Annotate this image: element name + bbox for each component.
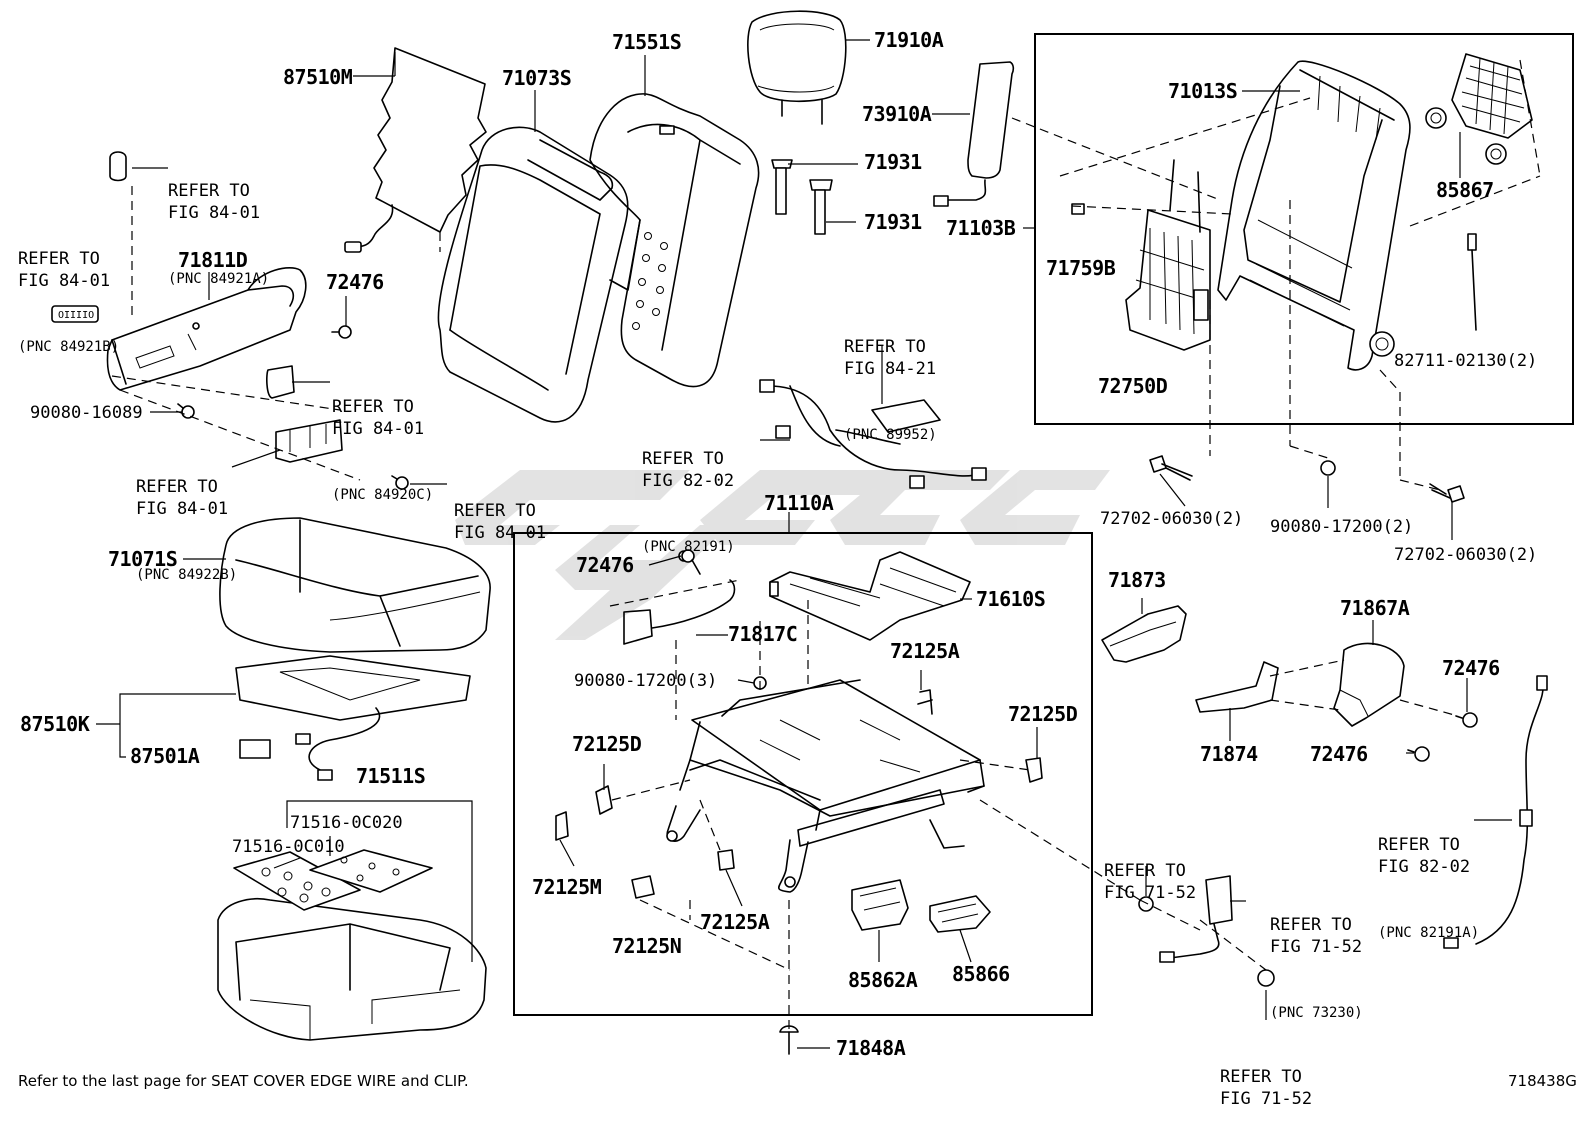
backrest-frame-drawing: [1217, 60, 1411, 371]
seat-back-cover-drawing: [589, 93, 760, 388]
seat-cushion-pad-drawing: [219, 517, 491, 653]
cover-screws-drawing: [1407, 712, 1478, 762]
part-number-87510M: 87510M: [283, 65, 353, 89]
part-number-72476-right-lower: 72476: [1310, 742, 1368, 766]
part-number-71867A: 71867A: [1340, 596, 1410, 620]
backrest-frame-group-box: [1034, 33, 1574, 425]
part-number-72125N: 72125N: [612, 934, 682, 958]
cushion-heater-mat-drawing: [235, 655, 471, 781]
part-number-71759B: 71759B: [1046, 256, 1116, 280]
clips-drawing: [555, 689, 1043, 899]
leader-lines: [96, 39, 1512, 1049]
part-number-71811D: 71811D: [178, 248, 248, 272]
part-number-71817C: 71817C: [728, 622, 798, 646]
footer-note: Refer to the last page for SEAT COVER ED…: [18, 1072, 469, 1090]
part-number-72125D-right: 72125D: [1008, 702, 1078, 726]
headrest-support-drawing: [771, 159, 833, 235]
part-number-71516-0C010: 71516-0C010: [232, 837, 345, 857]
seat-track-covers-drawing: [1101, 605, 1405, 727]
parts-diagram-artwork: OIIIIO: [51, 10, 1574, 1055]
part-number-71848A: 71848A: [836, 1036, 906, 1060]
seat-harness-drawing: [1443, 675, 1548, 949]
part-number-85862A: 85862A: [848, 968, 918, 992]
seat-track-frame-drawing: [666, 679, 985, 893]
part-number-71516-0C020: 71516-0C020: [290, 813, 403, 833]
part-number-90080-16089: 90080-16089: [30, 403, 143, 423]
part-number-71610S: 71610S: [976, 587, 1046, 611]
part-number-71551S: 71551S: [612, 30, 682, 54]
part-number-71013S: 71013S: [1168, 79, 1238, 103]
part-number-90080-17200-2: 90080-17200(2): [1270, 517, 1414, 537]
seat-adjuster-group-box: [513, 532, 1093, 1016]
part-number-72125A-upper: 72125A: [890, 639, 960, 663]
part-number-82711-02130: 82711-02130(2): [1394, 351, 1538, 371]
part-number-71071S: 71071S: [108, 547, 178, 571]
backrest-bolts-drawing: [1149, 455, 1465, 503]
seat-bolts-drawing: [681, 549, 799, 1055]
side-airbag-drawing: [933, 61, 1015, 207]
back-heater-mat-drawing: [344, 47, 487, 253]
headrest-drawing: [747, 10, 847, 125]
side-shield-drawing: [106, 267, 307, 391]
part-number-71511S: 71511S: [356, 764, 426, 788]
seat-back-pad-drawing: [437, 126, 629, 423]
part-number-71873: 71873: [1108, 568, 1166, 592]
part-number-72125M: 72125M: [532, 875, 602, 899]
part-number-73910A: 73910A: [862, 102, 932, 126]
part-number-71073S: 71073S: [502, 66, 572, 90]
part-number-72476-upper-left: 72476: [326, 270, 384, 294]
seatbelt-buckle-drawing: [1138, 875, 1275, 987]
part-number-72476-seat: 72476: [576, 553, 634, 577]
seat-switch-knobs-drawing: OIIIIO: [51, 151, 409, 490]
svg-text:OIIIIO: OIIIIO: [58, 310, 94, 321]
cushion-cover-drawing: [217, 849, 487, 1041]
part-number-71103B: 71103B: [946, 216, 1016, 240]
watermark-logo: [455, 470, 1110, 640]
part-number-71910A: 71910A: [874, 28, 944, 52]
seat-speaker-drawing: [1425, 53, 1533, 165]
part-number-71931-lower: 71931: [864, 210, 922, 234]
wire-harness-drawing: [759, 379, 987, 489]
part-number-71931-upper: 71931: [864, 150, 922, 174]
part-number-85867: 85867: [1436, 178, 1494, 202]
part-number-72476-right-upper: 72476: [1442, 656, 1500, 680]
part-number-71874: 71874: [1200, 742, 1258, 766]
part-number-72702-06030-right: 72702-06030(2): [1394, 545, 1538, 565]
part-number-90080-17200-3: 90080-17200(3): [574, 671, 718, 691]
seat-motors-drawing: [851, 879, 991, 933]
part-number-71110A: 71110A: [764, 491, 834, 515]
part-number-72702-06030-left: 72702-06030(2): [1100, 509, 1244, 529]
part-number-72125A-lower: 72125A: [700, 910, 770, 934]
seat-pan-drawing: [769, 551, 971, 641]
assembly-dashed-lines: [111, 59, 1541, 1030]
part-number-87510K: 87510K: [20, 712, 90, 736]
figure-code: 718438G: [1508, 1072, 1577, 1090]
harness-clamp-drawing: [1467, 233, 1477, 331]
part-number-85866: 85866: [952, 962, 1010, 986]
lumbar-support-drawing: [1071, 159, 1211, 351]
part-number-72125D-left: 72125D: [572, 732, 642, 756]
part-number-72750D: 72750D: [1098, 374, 1168, 398]
part-number-87501A: 87501A: [130, 744, 200, 768]
